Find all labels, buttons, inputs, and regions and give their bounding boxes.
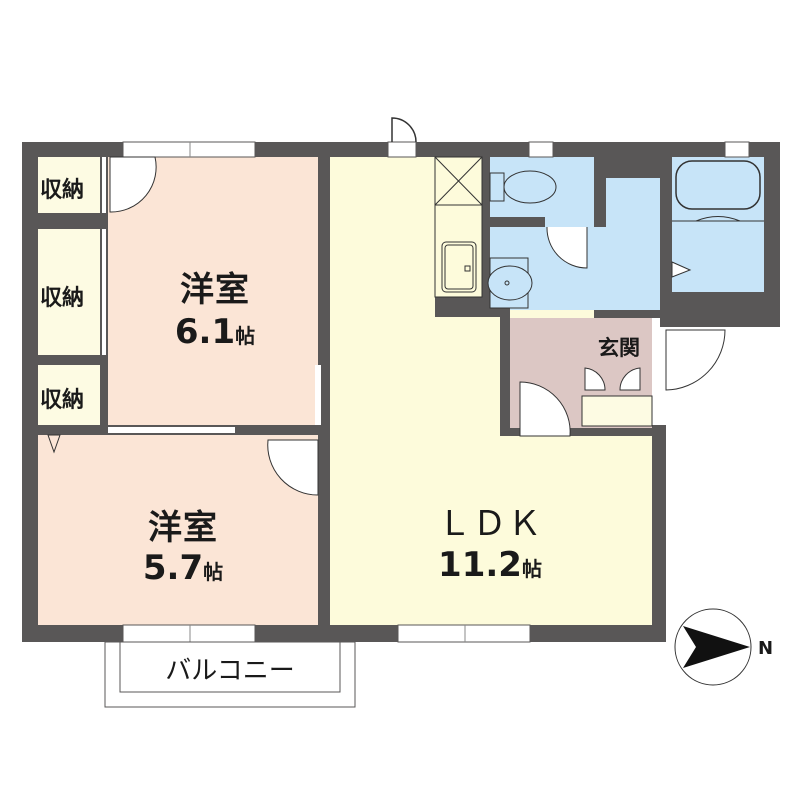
- storage-2: [38, 229, 100, 355]
- storage-label-1: 収納: [40, 178, 85, 203]
- western-room-1-size-unit: 帖: [235, 324, 256, 348]
- wall-storage-divider-1: [38, 213, 108, 229]
- western-room-1-name: 洋室: [180, 270, 250, 310]
- western-room-2-size: 5.7帖: [118, 548, 248, 588]
- wall-storage-divider-2: [38, 355, 108, 365]
- ldk-size-value: 11.2: [438, 545, 522, 585]
- wall-entrance-left: [500, 310, 510, 435]
- balcony-name: バルコニー: [165, 656, 295, 686]
- storage-label-3: 収納: [40, 388, 85, 413]
- wall-wash-bath: [660, 157, 672, 327]
- wall-entrance-top: [594, 310, 666, 318]
- outer-wall-left: [22, 142, 38, 642]
- outer-wall-right-ldk: [652, 425, 666, 642]
- western-room-2-size-unit: 帖: [203, 560, 224, 584]
- wall-entrance-bottom: [500, 428, 666, 436]
- wall-kitchen-wet: [482, 157, 490, 317]
- storage-3: [38, 365, 100, 427]
- western-room-1: [108, 157, 318, 425]
- western-room-2-size-value: 5.7: [142, 548, 204, 588]
- compass-label: N: [758, 638, 774, 659]
- western-room-2: [38, 435, 318, 625]
- wall-toilet-bottom: [490, 217, 545, 227]
- ldk-size-unit: 帖: [521, 557, 542, 581]
- western-room-1-size-value: 6.1: [174, 312, 236, 352]
- wall-room-ldk: [318, 157, 330, 625]
- ldk-name: ＬＤＫ: [437, 504, 543, 544]
- storage-1: [38, 157, 100, 213]
- western-room-2-name: 洋室: [148, 508, 218, 548]
- ldk-size: 11.2帖: [415, 545, 565, 585]
- wall-wash-top: [594, 157, 672, 178]
- entrance-name: 玄関: [598, 336, 640, 360]
- wall-bath-bottom: [660, 292, 780, 327]
- outer-wall-right-bath: [764, 142, 780, 327]
- storage-label-2: 収納: [40, 286, 85, 311]
- western-room-1-size: 6.1帖: [150, 312, 280, 352]
